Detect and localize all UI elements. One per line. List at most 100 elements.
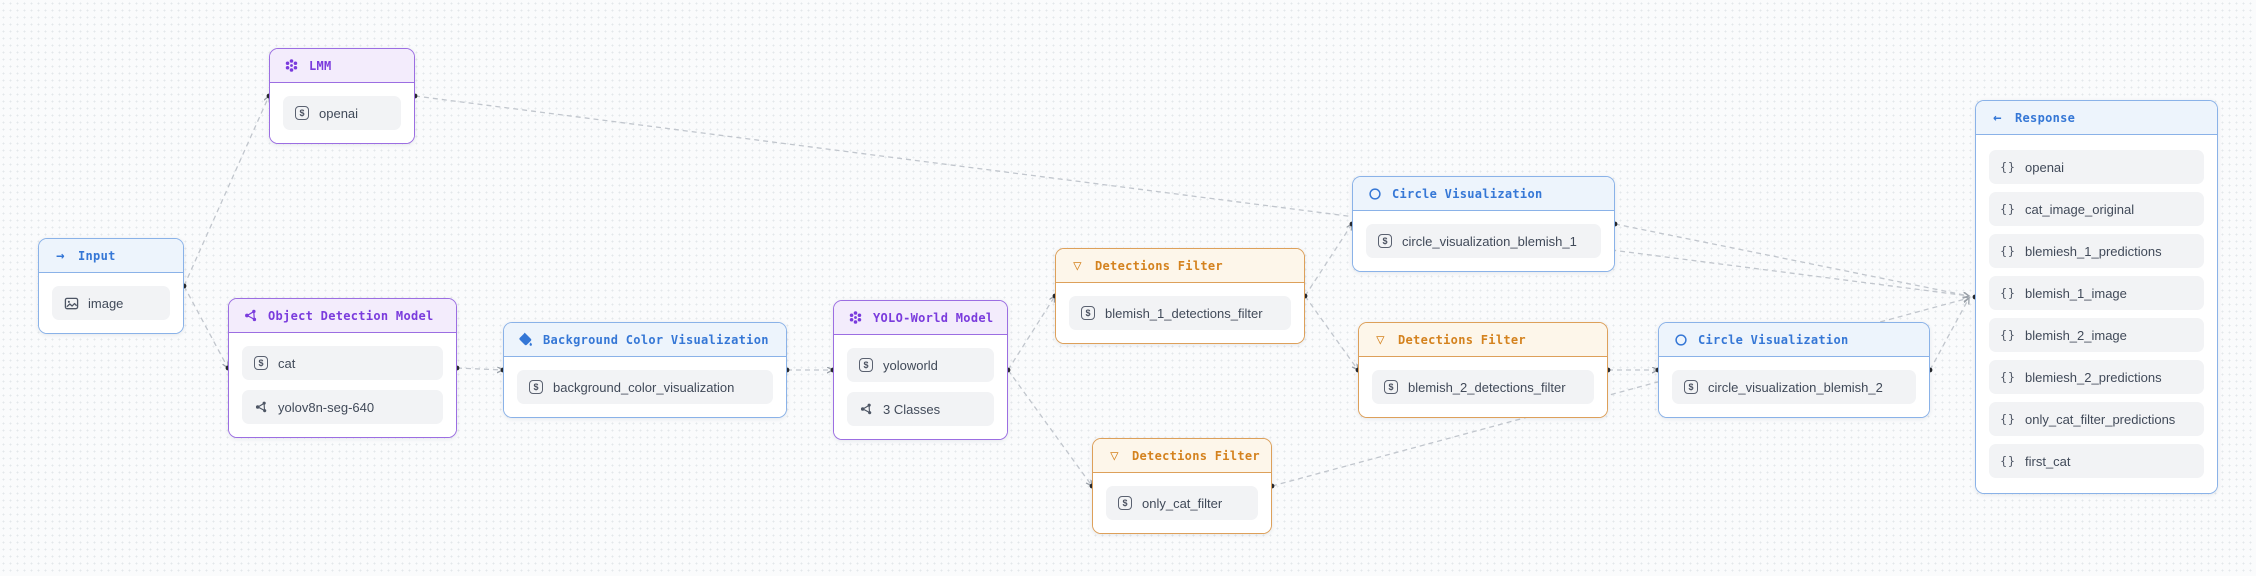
item-circle-visualization-blemish-1[interactable]: $ circle_visualization_blemish_1 (1366, 224, 1601, 258)
item-blemiesh-1-predictions[interactable]: {} blemiesh_1_predictions (1989, 234, 2204, 268)
arrow-right-icon: → (56, 247, 65, 264)
node-body: $ only_cat_filter (1093, 473, 1271, 533)
item-label: blemish_2_detections_filter (1408, 379, 1566, 395)
item-blemish-2-image[interactable]: {} blemish_2_image (1989, 318, 2204, 352)
item-label: openai (319, 105, 359, 121)
sparkle-icon (283, 58, 300, 73)
node-circle-visualization-2[interactable]: Circle Visualization $ circle_visualizat… (1658, 322, 1930, 418)
item-label: background_color_visualization (553, 379, 735, 395)
node-object-detection-model[interactable]: Object Detection Model $ cat yolov8n-seg… (228, 298, 457, 438)
node-title: Circle Visualization (1698, 332, 1849, 347)
node-body: $ blemish_1_detections_filter (1056, 283, 1304, 343)
node-lmm[interactable]: LMM $ openai (269, 48, 415, 144)
edge-yolo-df1 (1007, 296, 1055, 371)
item-label: 3 Classes (883, 401, 941, 417)
node-title: YOLO-World Model (873, 310, 994, 325)
node-header: → Input (39, 239, 183, 273)
braces-icon: {} (2000, 202, 2016, 216)
node-body: $ circle_visualization_blemish_2 (1659, 357, 1929, 417)
node-header: YOLO-World Model (834, 301, 1007, 335)
node-response[interactable]: ← Response {} openai {} cat_image_origin… (1975, 100, 2218, 494)
item-response-openai[interactable]: {} openai (1989, 150, 2204, 184)
item-blemish-2-detections-filter[interactable]: $ blemish_2_detections_filter (1372, 370, 1594, 404)
network-icon (858, 402, 874, 416)
edge-cv1-response (1614, 223, 1969, 296)
funnel-icon: ▽ (1376, 331, 1385, 348)
item-only-cat-filter-predictions[interactable]: {} only_cat_filter_predictions (1989, 402, 2204, 436)
node-title: Detections Filter (1095, 258, 1223, 273)
arrow-left-icon: ← (1993, 109, 2002, 126)
item-label: cat_image_original (2025, 201, 2135, 217)
dollar-icon: $ (528, 380, 544, 394)
item-blemish-1-detections-filter[interactable]: $ blemish_1_detections_filter (1069, 296, 1291, 330)
braces-icon: {} (2000, 454, 2016, 468)
item-label: first_cat (2025, 453, 2071, 469)
dollar-icon: $ (1683, 380, 1699, 394)
node-input[interactable]: → Input image (38, 238, 184, 334)
item-label: blemiesh_2_predictions (2025, 369, 2162, 385)
item-openai[interactable]: $ openai (283, 96, 401, 130)
node-title: Detections Filter (1132, 448, 1260, 463)
node-header: Object Detection Model (229, 299, 456, 333)
node-header: ▽ Detections Filter (1359, 323, 1607, 357)
node-circle-visualization-1[interactable]: Circle Visualization $ circle_visualizat… (1352, 176, 1615, 272)
node-body: $ blemish_2_detections_filter (1359, 357, 1607, 417)
circle-icon (1366, 187, 1383, 201)
node-background-color-visualization[interactable]: Background Color Visualization $ backgro… (503, 322, 787, 418)
edge-df1-df2 (1304, 295, 1358, 370)
node-detections-filter-2[interactable]: ▽ Detections Filter $ blemish_2_detectio… (1358, 322, 1608, 418)
item-cat-image-original[interactable]: {} cat_image_original (1989, 192, 2204, 226)
node-yolo-world-model[interactable]: YOLO-World Model $ yoloworld 3 Classes (833, 300, 1008, 440)
node-body: $ background_color_visualization (504, 357, 786, 417)
edge-odm-bcv (456, 368, 503, 370)
node-detections-filter-3[interactable]: ▽ Detections Filter $ only_cat_filter (1092, 438, 1272, 534)
item-label: image (88, 295, 124, 311)
item-first-cat[interactable]: {} first_cat (1989, 444, 2204, 478)
node-header: LMM (270, 49, 414, 83)
item-3-classes[interactable]: 3 Classes (847, 392, 994, 426)
edge-df1-cv1 (1304, 224, 1352, 297)
item-circle-visualization-blemish-2[interactable]: $ circle_visualization_blemish_2 (1672, 370, 1916, 404)
item-image[interactable]: image (52, 286, 170, 320)
node-header: Circle Visualization (1353, 177, 1614, 211)
dollar-icon: $ (858, 358, 874, 372)
node-title: LMM (309, 58, 332, 73)
node-body: $ openai (270, 83, 414, 143)
item-blemish-1-image[interactable]: {} blemish_1_image (1989, 276, 2204, 310)
item-blemiesh-2-predictions[interactable]: {} blemiesh_2_predictions (1989, 360, 2204, 394)
dollar-icon: $ (1117, 496, 1133, 510)
edge-input-odm (183, 285, 228, 368)
item-cat[interactable]: $ cat (242, 346, 443, 380)
node-detections-filter-1[interactable]: ▽ Detections Filter $ blemish_1_detectio… (1055, 248, 1305, 344)
dollar-icon: $ (253, 356, 269, 370)
node-body: $ cat yolov8n-seg-640 (229, 333, 456, 437)
node-title: Background Color Visualization (543, 332, 769, 347)
node-body: $ yoloworld 3 Classes (834, 335, 1007, 439)
item-label: blemish_1_image (2025, 285, 2127, 301)
item-yolov8n-seg-640[interactable]: yolov8n-seg-640 (242, 390, 443, 424)
item-label: blemiesh_1_predictions (2025, 243, 2162, 259)
item-only-cat-filter[interactable]: $ only_cat_filter (1106, 486, 1258, 520)
item-label: only_cat_filter_predictions (2025, 411, 2176, 427)
node-header: ▽ Detections Filter (1093, 439, 1271, 473)
braces-icon: {} (2000, 412, 2016, 426)
edge-cv2-response (1929, 298, 1969, 371)
node-header: Background Color Visualization (504, 323, 786, 357)
item-label: circle_visualization_blemish_2 (1708, 379, 1883, 395)
node-title: Circle Visualization (1392, 186, 1543, 201)
circle-icon (1672, 333, 1689, 347)
braces-icon: {} (2000, 370, 2016, 384)
item-background-color-visualization[interactable]: $ background_color_visualization (517, 370, 773, 404)
item-label: cat (278, 355, 296, 371)
node-title: Response (2015, 110, 2076, 125)
braces-icon: {} (2000, 244, 2016, 258)
item-label: blemish_2_image (2025, 327, 2127, 343)
item-label: only_cat_filter (1142, 495, 1223, 511)
network-icon (242, 308, 259, 323)
item-yoloworld[interactable]: $ yoloworld (847, 348, 994, 382)
item-label: blemish_1_detections_filter (1105, 305, 1263, 321)
node-body: image (39, 273, 183, 333)
dollar-icon: $ (1377, 234, 1393, 248)
node-title: Detections Filter (1398, 332, 1526, 347)
network-icon (253, 400, 269, 414)
